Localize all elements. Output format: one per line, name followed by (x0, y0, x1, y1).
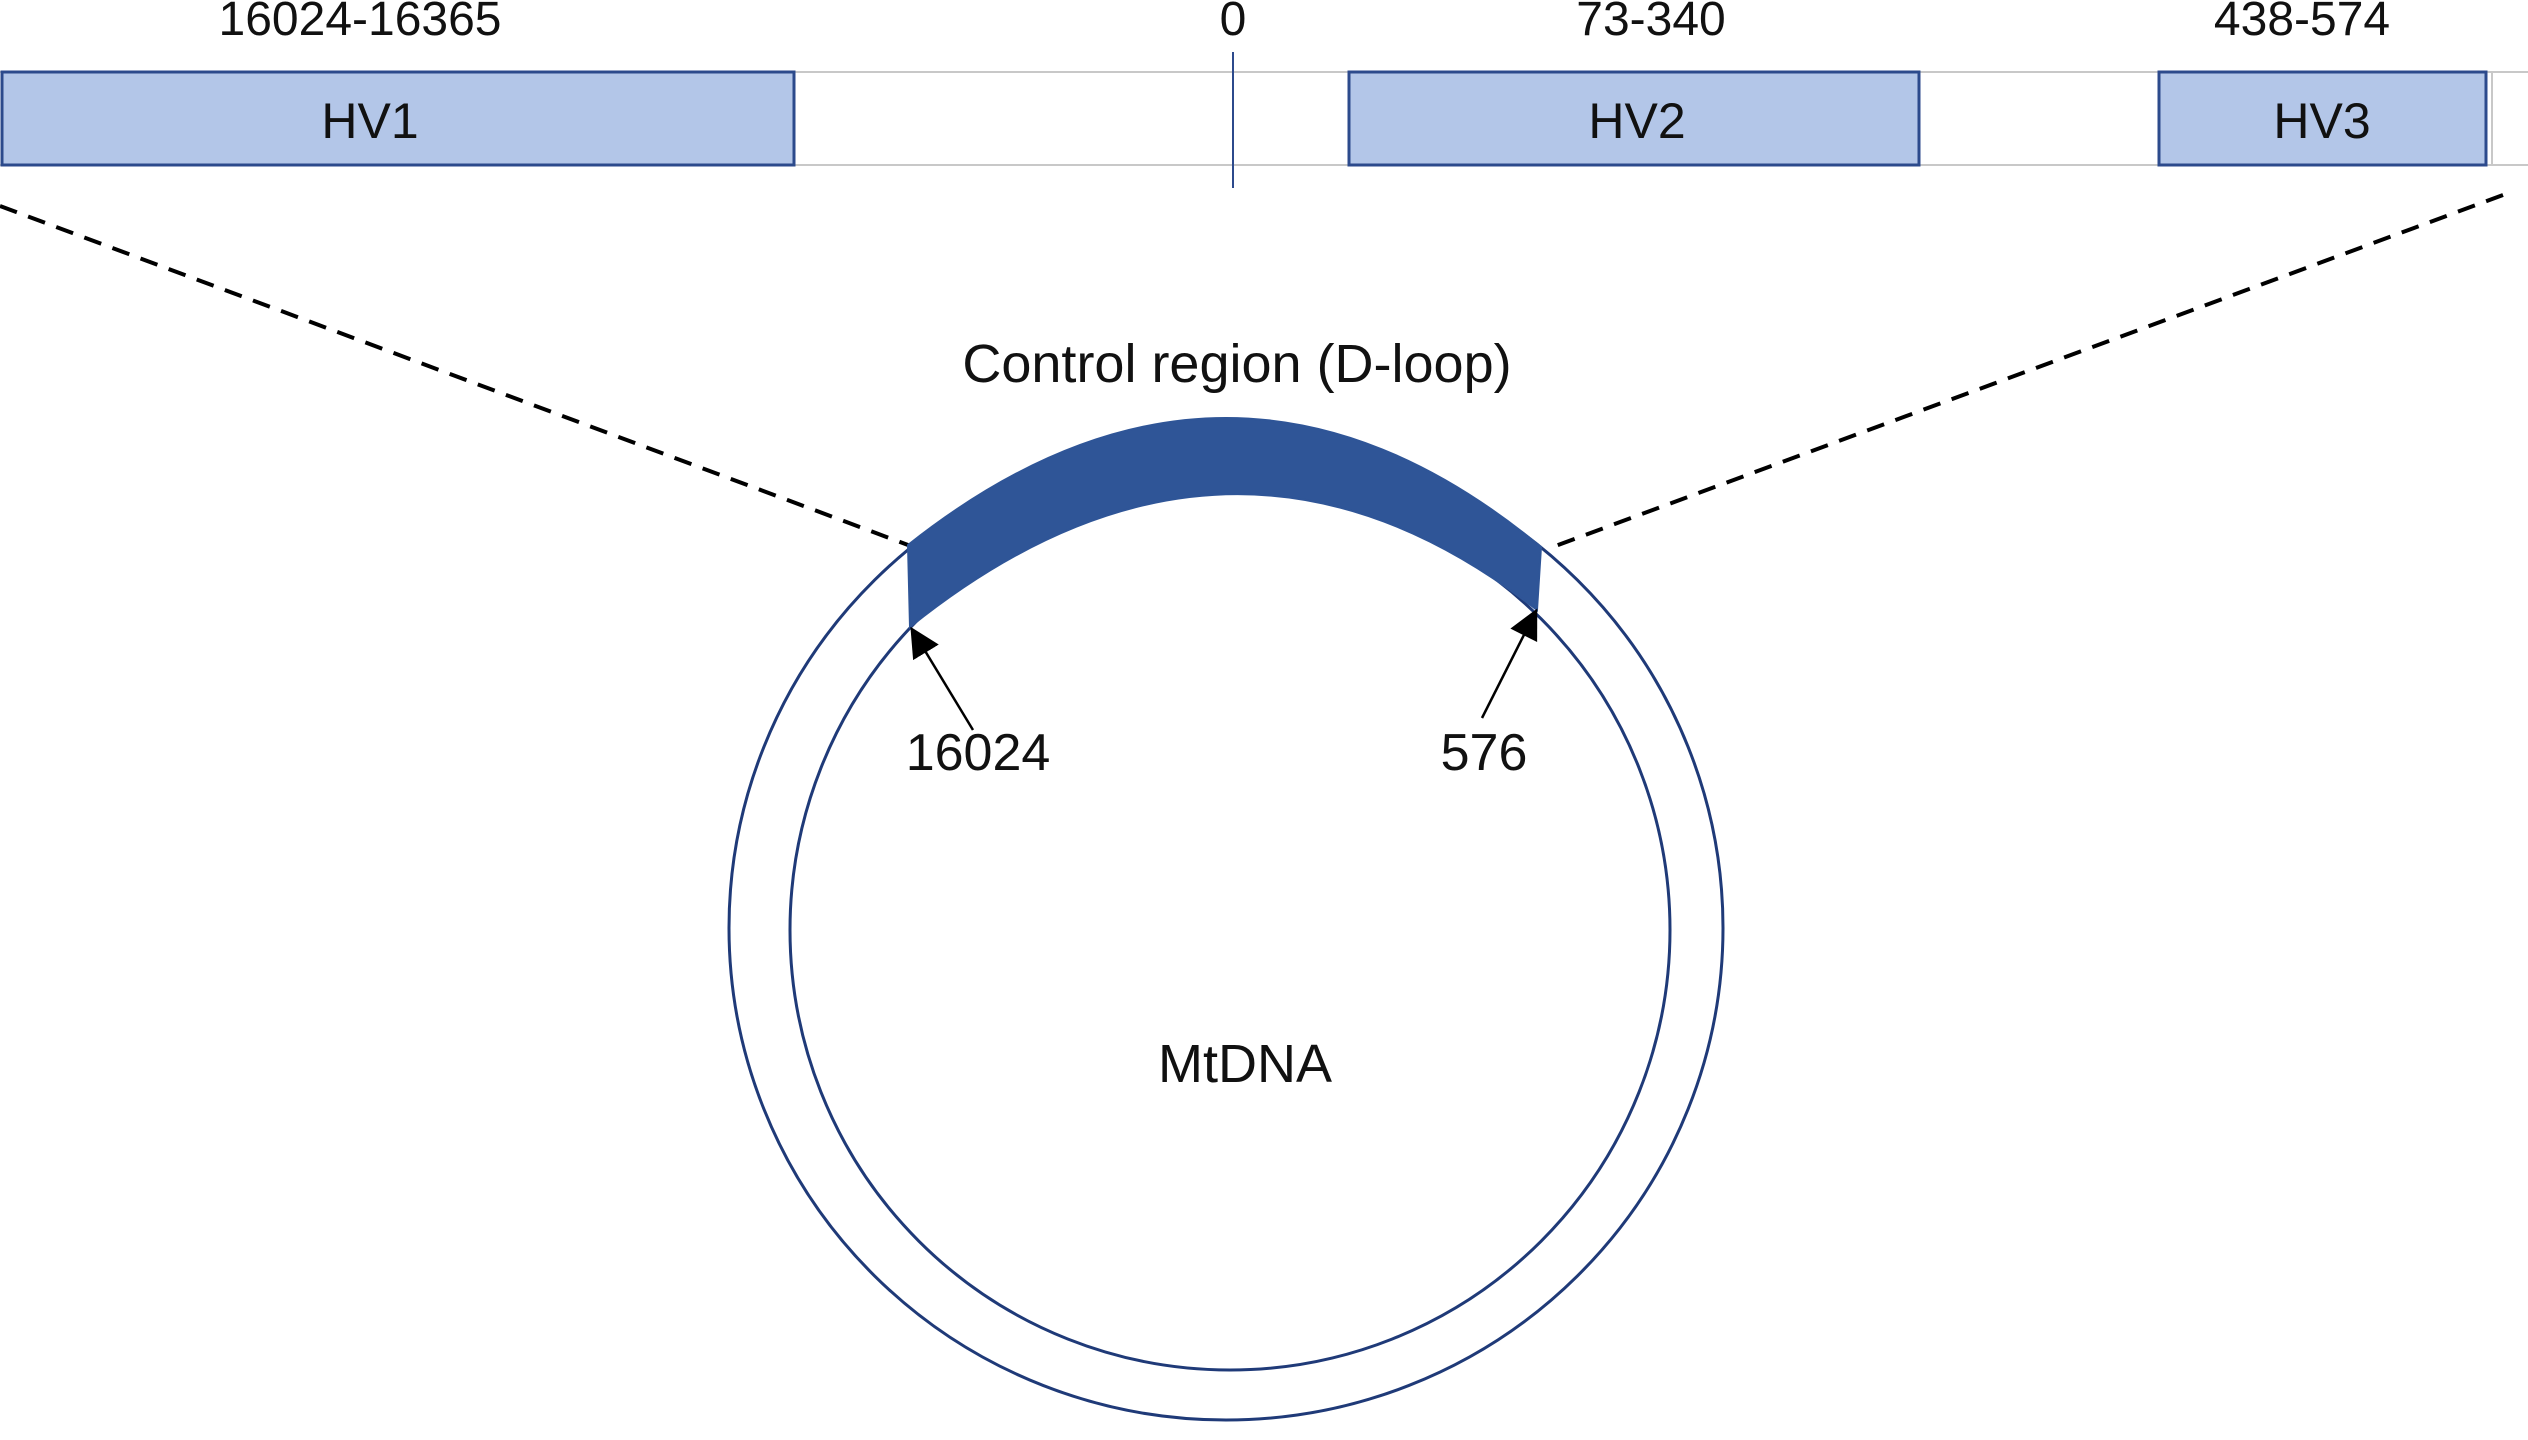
zoom-line-left (0, 204, 909, 547)
region-track: HV1 16024-16365 0 HV2 73-340 HV3 438-574 (0, 0, 2528, 188)
start-coordinate-label: 16024 (906, 724, 1051, 782)
hv2-range-label: 73-340 (1576, 0, 1725, 46)
hv1-region-label: HV1 (321, 93, 418, 149)
control-region-arc (906, 417, 1543, 630)
end-arrow (1480, 608, 1538, 719)
hv1-region-box (0, 70, 796, 167)
hv1-range-label: 16024-16365 (219, 0, 502, 46)
mtdna-inner-ring (788, 488, 1672, 1372)
hv3-range-label: 438-574 (2214, 0, 2390, 46)
mtdna-circle (727, 417, 1725, 1422)
mtdna-label: MtDNA (1158, 1034, 1332, 1094)
hv2-region-box (1347, 70, 1921, 167)
start-arrow (910, 626, 975, 731)
end-coordinate-label: 576 (1441, 724, 1528, 782)
zoom-line-right (1549, 193, 2504, 550)
hv2-region-label: HV2 (1588, 93, 1685, 149)
mtdna-outer-ring (727, 434, 1725, 1422)
hv3-region-label: HV3 (2273, 93, 2370, 149)
control-region-title: Control region (D-loop) (962, 334, 1511, 394)
hv3-region-box (2157, 70, 2488, 167)
origin-label: 0 (1220, 0, 1247, 46)
